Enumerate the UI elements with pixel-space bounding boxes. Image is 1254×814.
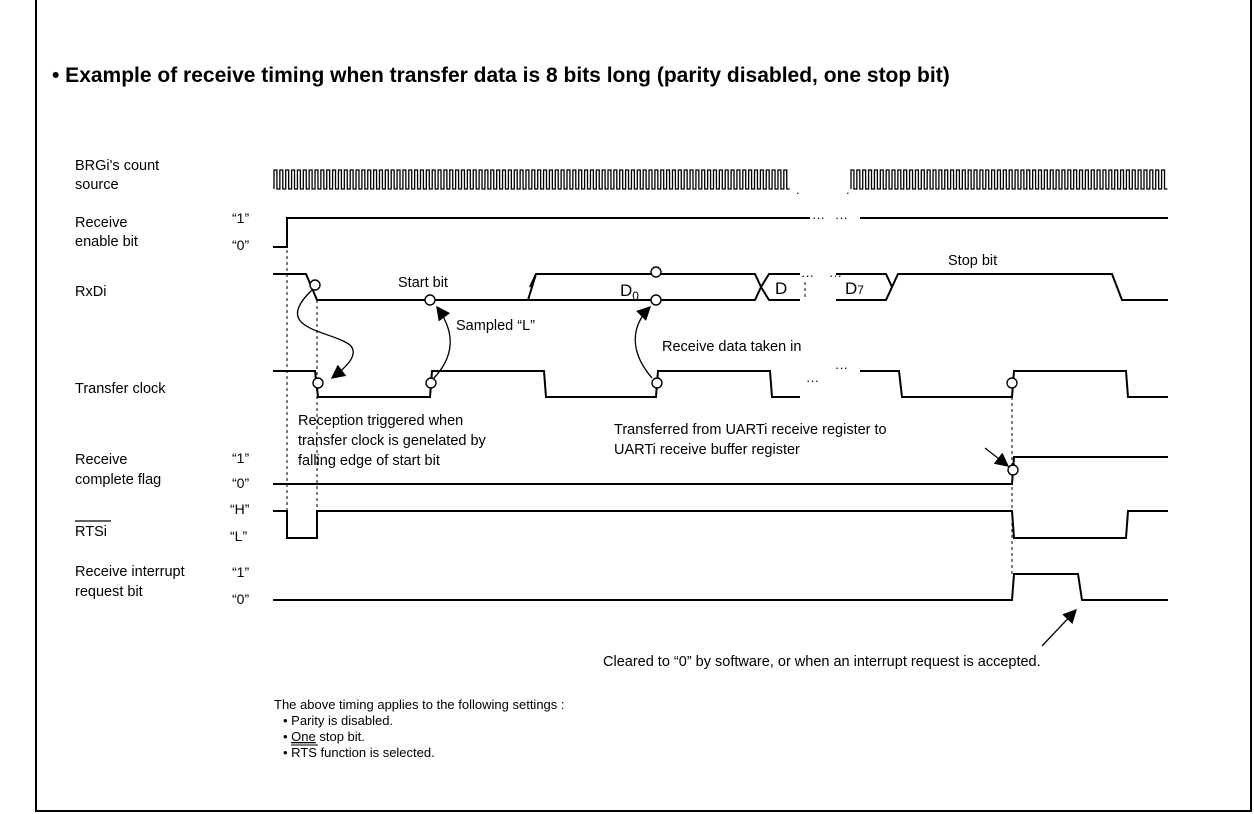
clock-point-4 [1006,377,1018,389]
clock-point-3 [651,377,663,389]
rts-waveform [273,510,1168,539]
brg-label-line1: BRGi's count [75,158,159,174]
complete-flag-point [1007,464,1019,476]
interrupt-level-0: “0” [232,591,249,607]
brg-gap-dot-left: . [796,182,800,197]
sample-point-d0-top [650,266,662,278]
rxd-edge [529,273,537,288]
footnote-item-stop-bit: • One stop bit. [283,729,365,744]
reception-note-line2: transfer clock is genelated by [298,433,487,449]
sampled-l-note: Sampled “L” [456,318,535,334]
rts-level-l: “L” [230,528,247,544]
brg-count-source-waveform-2 [850,169,1168,190]
diagram-title: • Example of receive timing when transfe… [52,64,950,87]
footnote-one-underlined: One [291,729,316,744]
transferred-note-line2: UARTi receive buffer register [614,442,800,458]
footnote-bullet-2: • [283,729,291,744]
receive-data-note: Receive data taken in [662,339,801,355]
footnote-intro: The above timing applies to the followin… [274,697,565,712]
rxd-waveform-main [273,273,763,301]
rxd-d1-field [760,273,800,301]
sample-point-d0-bottom [650,294,662,306]
reception-note-line1: Reception triggered when [298,413,463,429]
complete-level-1: “1” [232,450,249,466]
brg-label-line2: source [75,177,119,193]
rxd-stop-bit [891,273,1168,301]
complete-label-line2: complete flag [75,472,161,488]
sampled-l-arrow [433,305,451,379]
interrupt-label-line1: Receive interrupt [75,564,185,580]
footnote-rts-text: function is selected. [317,745,435,760]
footnote-bullet-3: • [283,745,291,760]
d0-label: D0 [620,281,639,303]
transferred-note-line1: Transferred from UARTi receive register … [614,422,887,438]
rxd-gap-dots-2: ··· [829,268,842,283]
diagram-frame [35,0,1252,812]
brg-count-source-waveform-1 [273,169,790,190]
footnote-item-rts: • RTS function is selected. [283,745,435,760]
d7-label: D7 [845,279,864,298]
reception-trigger-arrow [296,289,354,379]
interrupt-label-line2: request bit [75,584,143,600]
enable-label-line1: Receive [75,215,127,231]
rts-label: RTSi [75,524,107,540]
stop-bit-label: Stop bit [948,253,997,269]
enable-waveform [273,217,810,248]
cleared-note: Cleared to “0” by software, or when an i… [603,654,1041,670]
clock-point-2 [425,377,437,389]
interrupt-waveform [273,573,1168,601]
clock-gap-dots: ··· [806,373,819,388]
complete-level-0: “0” [232,475,249,491]
start-bit-label: Start bit [398,275,448,291]
d7-letter: D [845,279,857,298]
transferred-arrow [984,447,1010,467]
rxd-label: RxDi [75,284,106,300]
interrupt-level-1: “1” [232,564,249,580]
clock-point-1 [312,377,324,389]
transfer-clock-waveform [273,370,800,398]
clock-gap-dots-2: ··· [835,360,848,375]
d0-letter: D [620,281,632,300]
d1-label: D [775,279,787,298]
brg-gap-dot-right: . [846,182,850,197]
cleared-arrow [1041,608,1077,647]
enable-label-line2: enable bit [75,234,138,250]
receive-data-arrow [634,306,653,379]
footnote-stop-bit-text: stop bit. [316,729,365,744]
enable-gap-dots-1: ··· [812,210,825,225]
enable-level-0: “0” [232,237,249,253]
enable-level-1: “1” [232,210,249,226]
reception-note-line3: falling edge of start bit [298,453,440,469]
sample-point-start [424,294,436,306]
d0-subscript: 0 [632,289,639,303]
rts-level-h: “H” [230,501,250,517]
enable-gap-dots-2: ··· [835,210,848,225]
footnote-item-parity: • Parity is disabled. [283,713,393,728]
rxd-gap-dots-1: ··· [801,268,814,283]
d7-subscript: 7 [857,283,864,297]
footnote-rts-overlined: RTS [291,745,317,760]
transfer-clock-label: Transfer clock [75,381,166,397]
complete-label-line1: Receive [75,452,127,468]
sample-point-start-edge [309,279,321,291]
